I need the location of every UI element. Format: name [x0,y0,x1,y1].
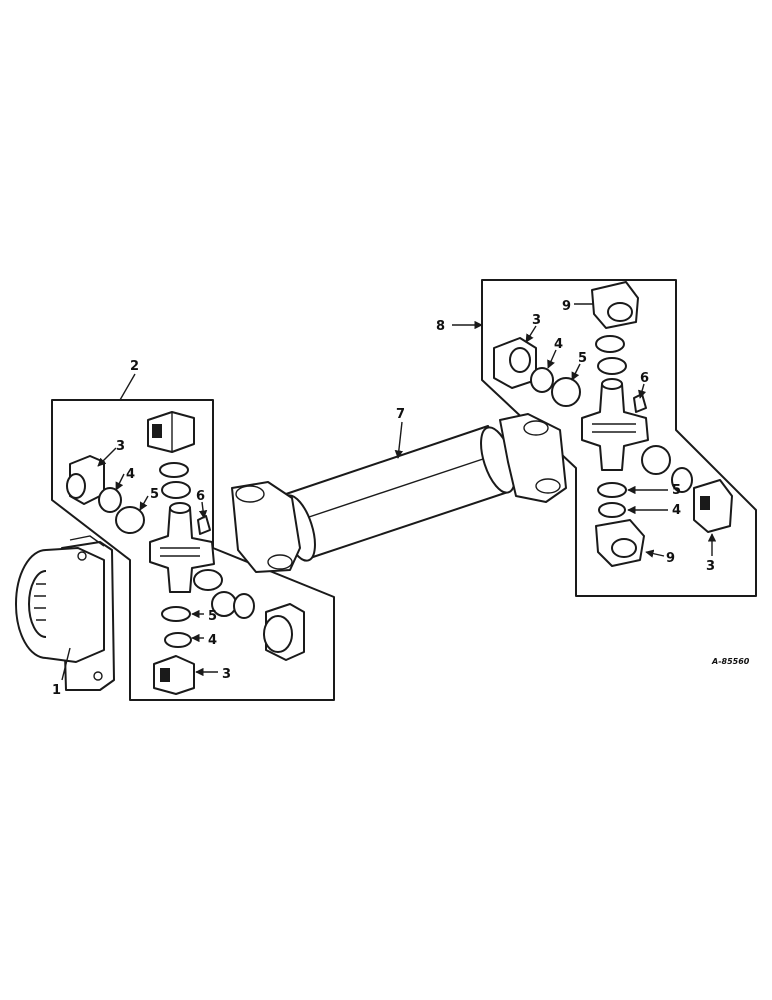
left-lube-fitting [197,515,211,535]
callout-1: 1 [52,683,61,698]
callout-3-left-bottom: 3 [222,667,231,682]
right-bearing-cap-upper [493,337,537,389]
callout-8: 8 [436,319,445,334]
right-bearing-cap-right [693,479,733,533]
leader-3-right-top [525,325,537,343]
leader-4-right [547,349,557,369]
leader-5-right-top [571,363,581,381]
left-seal-side [98,487,122,513]
flange-leader [61,647,71,681]
right-upper-seal [595,335,625,353]
callout-4-right-bottom: 4 [672,503,681,518]
left-right-seal [233,593,255,619]
callout-3-left-top: 3 [116,439,125,454]
left-ujoint-group-outline [51,399,335,701]
callout-5-left-bottom: 5 [208,609,217,624]
left-cross [149,502,237,617]
right-retainer-side [551,377,581,407]
left-upper-retainer [161,481,191,499]
callout-7: 7 [396,407,405,422]
right-ujoint-group-outline [481,279,757,597]
callout-2: 2 [130,359,139,374]
callout-3-right-bottom: 3 [706,559,715,574]
leader-4-left-top [115,473,125,491]
drawing-code: A-85560 [711,657,750,666]
right-cross [581,378,693,493]
tube-leader [394,421,404,459]
right-lower-yoke-strap [595,519,645,567]
companion-flange [15,535,115,691]
callout-4-right: 4 [554,337,563,352]
callout-5-right-top: 5 [578,351,587,366]
callout-6-right: 6 [640,371,649,386]
callout-5-right-bottom: 5 [672,483,681,498]
tube-assembly [231,413,567,573]
callout-3-right-top: 3 [532,313,541,328]
right-upper-yoke-strap [591,281,639,329]
leader-6-left [198,501,208,519]
left-lower-seal [164,632,192,648]
callout-4-left-bottom: 4 [208,633,217,648]
left-group-leader [119,373,136,401]
left-upper-seal [159,462,189,478]
leader-9-right-bottom [645,549,665,558]
right-lower-seal [598,502,626,518]
callout-4-left-top: 4 [126,467,135,482]
left-lower-retainer [161,606,191,622]
callout-5-left-top: 5 [150,487,159,502]
leader-5-left-top [139,495,149,511]
leader-3-left-top [97,447,117,467]
right-upper-retainer [597,357,627,375]
left-bearing-cap-lower [153,655,195,695]
left-retainer-side [115,506,145,534]
left-bearing-cap-upper [66,455,105,505]
right-seal-side [530,367,554,393]
right-lower-retainer [597,482,627,498]
callout-9-right-bottom: 9 [666,551,675,566]
callout-6-left: 6 [196,489,205,504]
left-bearing-cap-right [263,603,305,661]
leader-6-right [638,383,647,399]
left-upper-yoke-strap [147,411,195,453]
callout-9-right-top: 9 [562,299,571,314]
